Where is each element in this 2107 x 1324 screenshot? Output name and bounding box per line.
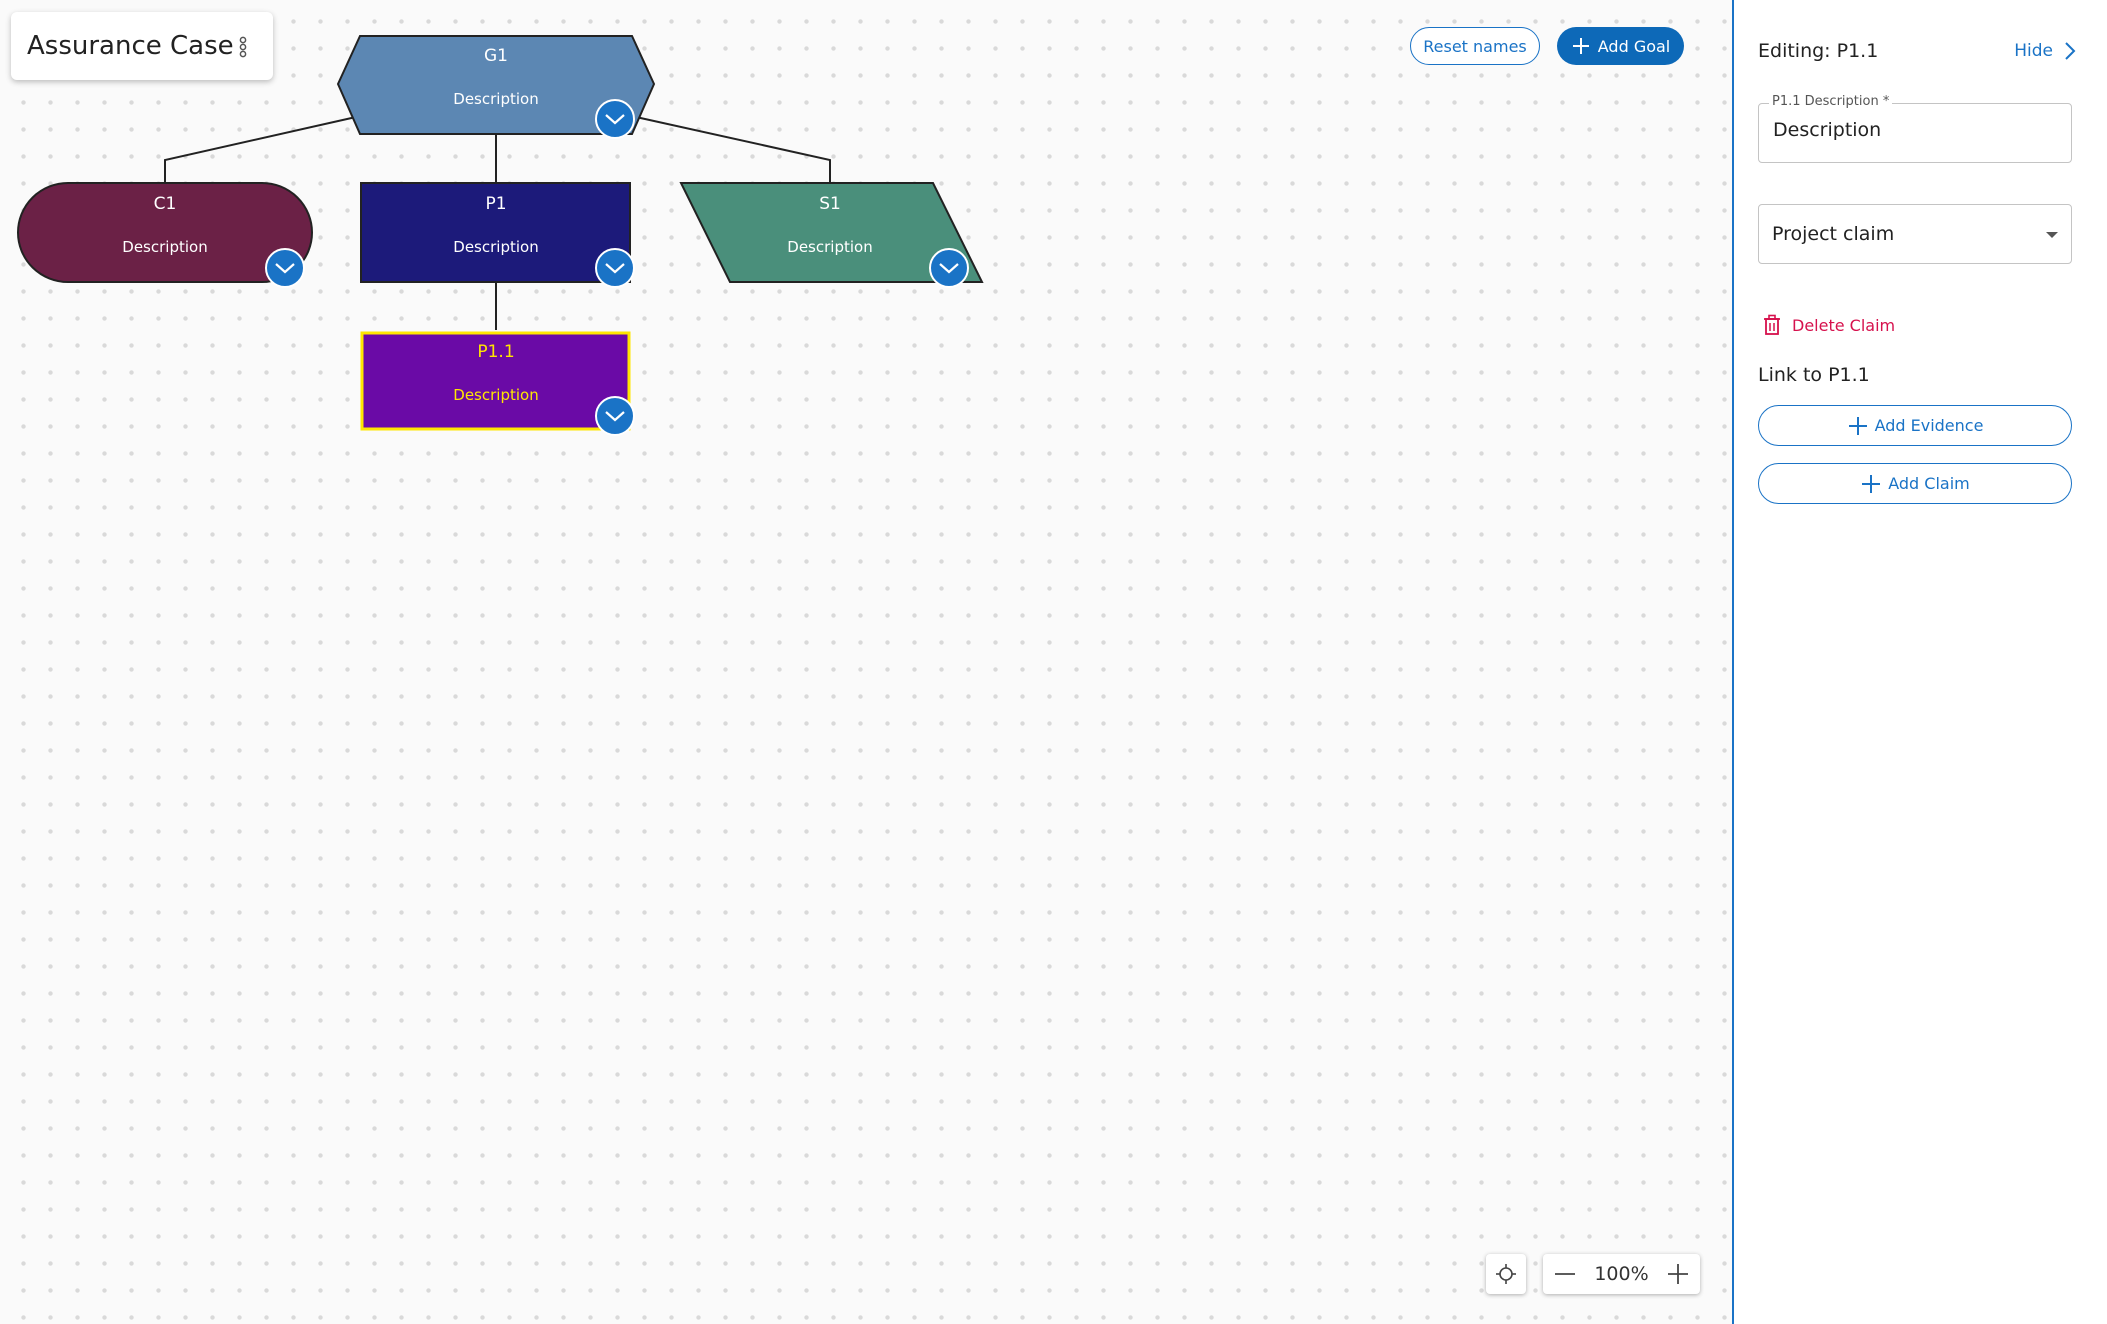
chevron-down-icon xyxy=(605,411,625,422)
add-goal-label: Add Goal xyxy=(1597,36,1671,56)
node-p11-description: Description xyxy=(453,386,539,404)
reset-names-label: Reset names xyxy=(1423,36,1527,56)
node-g1-expand-button[interactable] xyxy=(595,99,635,139)
edge-g1-s1 xyxy=(635,116,831,182)
case-title-card: Assurance Case xyxy=(11,12,273,80)
chevron-down-icon xyxy=(939,263,959,274)
node-p1-shape[interactable] xyxy=(360,182,631,283)
claim-type-select[interactable]: Project claim xyxy=(1758,204,2072,264)
description-field-label: P1.1 Description * xyxy=(1769,94,1893,109)
trash-icon xyxy=(1764,314,1780,335)
diagram-graph xyxy=(17,35,984,431)
node-c1-label: C1 xyxy=(153,194,177,214)
node-p11-label: P1.1 xyxy=(477,342,515,362)
caret-down-icon xyxy=(2046,232,2058,238)
chevron-down-icon xyxy=(605,263,625,274)
edge-g1-c1 xyxy=(164,116,357,182)
edit-side-panel: Editing: P1.1 Hide P1.1 Description * Pr… xyxy=(1732,0,2107,1324)
node-g1-label: G1 xyxy=(484,46,508,66)
node-g1-description: Description xyxy=(453,90,539,108)
node-s1-description: Description xyxy=(787,238,873,256)
plus-icon xyxy=(1862,474,1881,493)
claim-type-value: Project claim xyxy=(1772,223,1895,245)
plus-icon[interactable] xyxy=(1666,1262,1690,1286)
zoom-control: 100% xyxy=(1543,1254,1700,1294)
crosshair-icon[interactable] xyxy=(1495,1263,1517,1285)
node-c1-description: Description xyxy=(122,238,208,256)
add-claim-button[interactable]: Add Claim xyxy=(1758,463,2072,504)
delete-claim-button[interactable]: Delete Claim xyxy=(1762,314,1895,336)
node-p1-expand-button[interactable] xyxy=(595,248,635,288)
add-goal-button[interactable]: Add Goal xyxy=(1557,27,1684,65)
panel-title: Editing: P1.1 xyxy=(1758,40,1879,62)
more-vertical-icon[interactable] xyxy=(239,36,247,58)
node-c1-shape[interactable] xyxy=(17,182,313,283)
node-s1-expand-button[interactable] xyxy=(929,248,969,288)
add-evidence-button[interactable]: Add Evidence xyxy=(1758,405,2072,446)
node-c1-expand-button[interactable] xyxy=(265,248,305,288)
plus-icon xyxy=(1848,416,1867,435)
zoom-level: 100% xyxy=(1594,1263,1649,1285)
hide-panel-button[interactable]: Hide xyxy=(2014,40,2079,62)
chevron-right-icon xyxy=(2065,42,2076,60)
node-s1-shape[interactable] xyxy=(679,182,984,283)
add-claim-label: Add Claim xyxy=(1888,474,1970,493)
reset-names-button[interactable]: Reset names xyxy=(1410,27,1540,65)
edges xyxy=(164,116,831,330)
plus-icon xyxy=(1572,38,1589,54)
node-p1-description: Description xyxy=(453,238,539,256)
chevron-down-icon xyxy=(605,114,625,125)
chevron-down-icon xyxy=(275,263,295,274)
node-g1-shape[interactable] xyxy=(336,35,656,135)
description-input[interactable] xyxy=(1771,118,2055,142)
delete-claim-label: Delete Claim xyxy=(1792,315,1896,335)
minus-icon[interactable] xyxy=(1553,1262,1577,1286)
node-p11-expand-button[interactable] xyxy=(595,396,635,436)
node-s1-label: S1 xyxy=(819,194,841,214)
case-title: Assurance Case xyxy=(27,31,234,61)
fit-view-control[interactable] xyxy=(1486,1254,1526,1294)
link-section-title: Link to P1.1 xyxy=(1758,364,1870,386)
node-p11-shape[interactable] xyxy=(360,331,631,431)
add-evidence-label: Add Evidence xyxy=(1874,416,1984,435)
diagram-canvas[interactable]: G1 Description C1 Description P1 Descrip… xyxy=(0,0,1732,1324)
hide-label: Hide xyxy=(2014,41,2053,61)
node-p1-label: P1 xyxy=(485,194,507,214)
description-field[interactable]: P1.1 Description * xyxy=(1758,94,2072,163)
